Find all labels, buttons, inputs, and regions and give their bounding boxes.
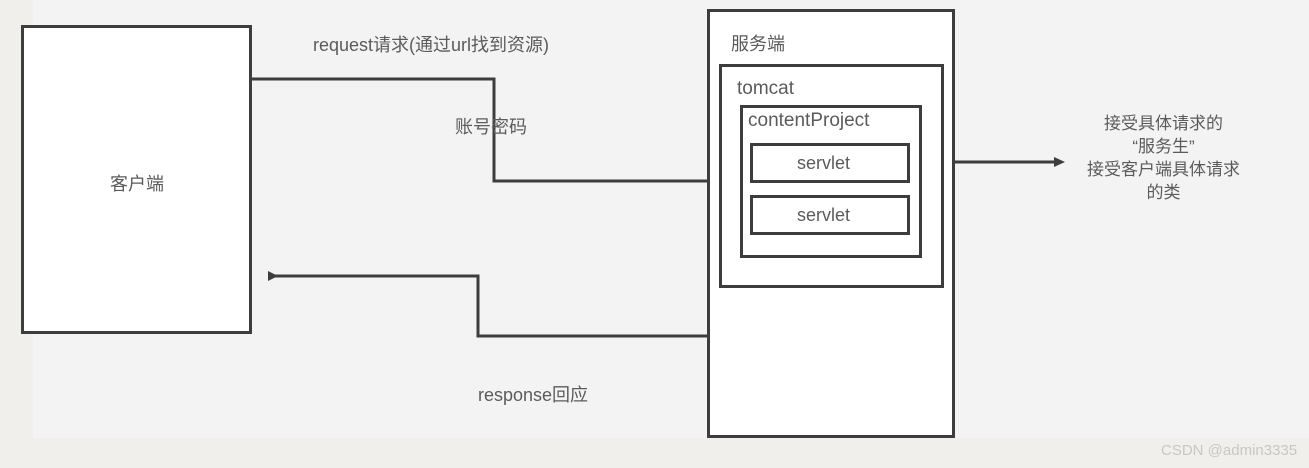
box-servlet-2-label: servlet bbox=[797, 205, 851, 225]
watermark: CSDN @admin3335 bbox=[1161, 442, 1298, 459]
label-request: request请求(通过url找到资源) bbox=[313, 35, 550, 55]
label-credentials: 账号密码 bbox=[455, 117, 527, 137]
box-client[interactable] bbox=[21, 25, 252, 334]
box-content-project-label: contentProject bbox=[748, 110, 870, 131]
box-client-label: 客户端 bbox=[110, 174, 164, 194]
annotation-line-4: 的类 bbox=[1146, 182, 1181, 202]
box-tomcat[interactable] bbox=[719, 64, 944, 288]
box-servlet-2[interactable] bbox=[750, 195, 910, 235]
label-response: response回应 bbox=[478, 385, 589, 405]
annotation-line-3: 接受客户端具体请求 bbox=[1087, 159, 1240, 179]
box-tomcat-label: tomcat bbox=[737, 78, 795, 99]
annotation-servlet-role: 接受具体请求的 “服务生” 接受客户端具体请求 的类 bbox=[1066, 113, 1261, 205]
box-content-project[interactable] bbox=[740, 105, 922, 258]
box-server[interactable] bbox=[707, 9, 955, 438]
box-server-label: 服务端 bbox=[731, 34, 785, 54]
annotation-line-1: 接受具体请求的 bbox=[1104, 114, 1223, 133]
box-servlet-1-label: servlet bbox=[797, 153, 851, 173]
box-servlet-1[interactable] bbox=[750, 143, 910, 183]
annotation-line-2: “服务生” bbox=[1132, 136, 1195, 156]
